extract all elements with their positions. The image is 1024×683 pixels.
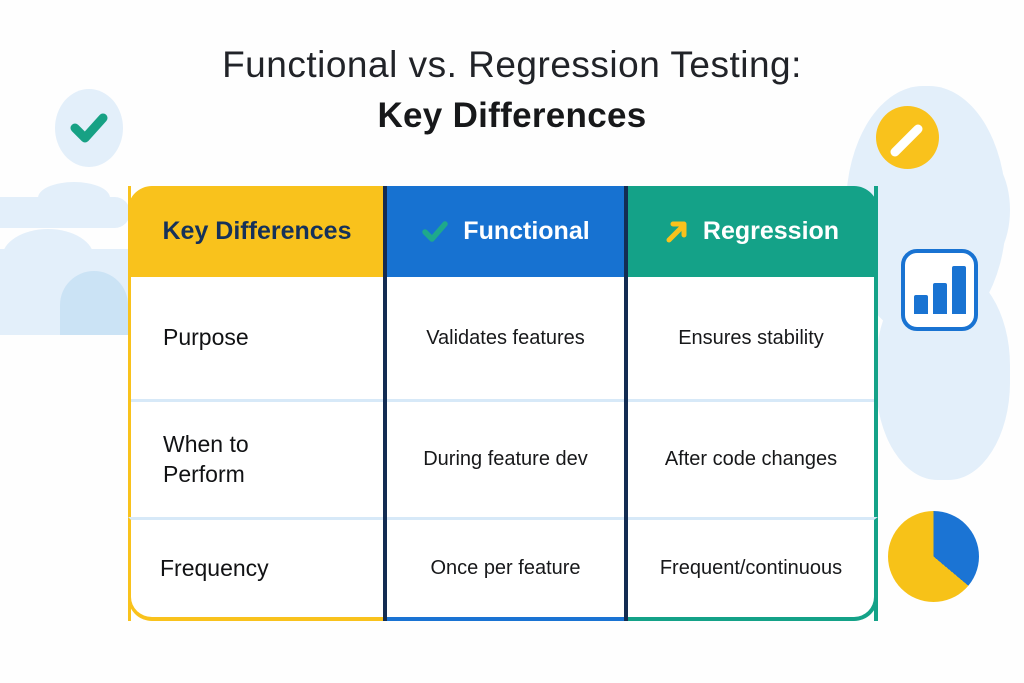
column-regression: Regression Ensures stability After code …: [628, 186, 878, 621]
half-dome-shape: [60, 271, 128, 335]
check-circle-icon: [55, 89, 123, 167]
column-key-differences: Key Differences Purpose When to Perform …: [128, 186, 383, 621]
bar-chart-bar: [951, 266, 966, 314]
title-line-2: Key Differences: [377, 96, 647, 135]
bar-chart-icon: [901, 249, 978, 331]
cell-purpose-functional: Validates features: [387, 277, 624, 399]
column-header-regression: Regression: [628, 186, 878, 277]
column-header-label: Key Differences: [162, 217, 352, 245]
pie-chart-icon: [888, 511, 979, 602]
row-label-frequency: Frequency: [128, 517, 383, 621]
cell-when-regression: After code changes: [628, 399, 874, 517]
column-header-key-differences: Key Differences: [128, 186, 383, 277]
check-icon: [421, 220, 449, 244]
column-header-label: Regression: [702, 217, 840, 245]
page-title: Functional vs. Regression Testing: Key D…: [0, 44, 1024, 136]
title-line-1: Functional vs. Regression Testing:: [222, 44, 802, 85]
cell-when-functional: During feature dev: [387, 399, 624, 517]
row-label-purpose: Purpose: [131, 277, 383, 399]
pencil-circle-icon: [876, 106, 939, 169]
column-functional: Functional Validates features During fea…: [383, 186, 628, 621]
column-header-label: Functional: [463, 217, 590, 245]
cell-frequency-functional: Once per feature: [387, 517, 624, 621]
cell-purpose-regression: Ensures stability: [628, 277, 874, 399]
bar-chart-bar: [932, 283, 947, 314]
cloud-shape: [0, 182, 130, 228]
cell-frequency-regression: Frequent/continuous: [628, 517, 878, 621]
row-label-when-to-perform: When to Perform: [131, 399, 383, 517]
bar-chart-bar: [913, 295, 928, 314]
column-header-functional: Functional: [387, 186, 624, 277]
arrow-up-right-icon: [663, 219, 689, 245]
comparison-table: Key Differences Purpose When to Perform …: [128, 186, 878, 621]
